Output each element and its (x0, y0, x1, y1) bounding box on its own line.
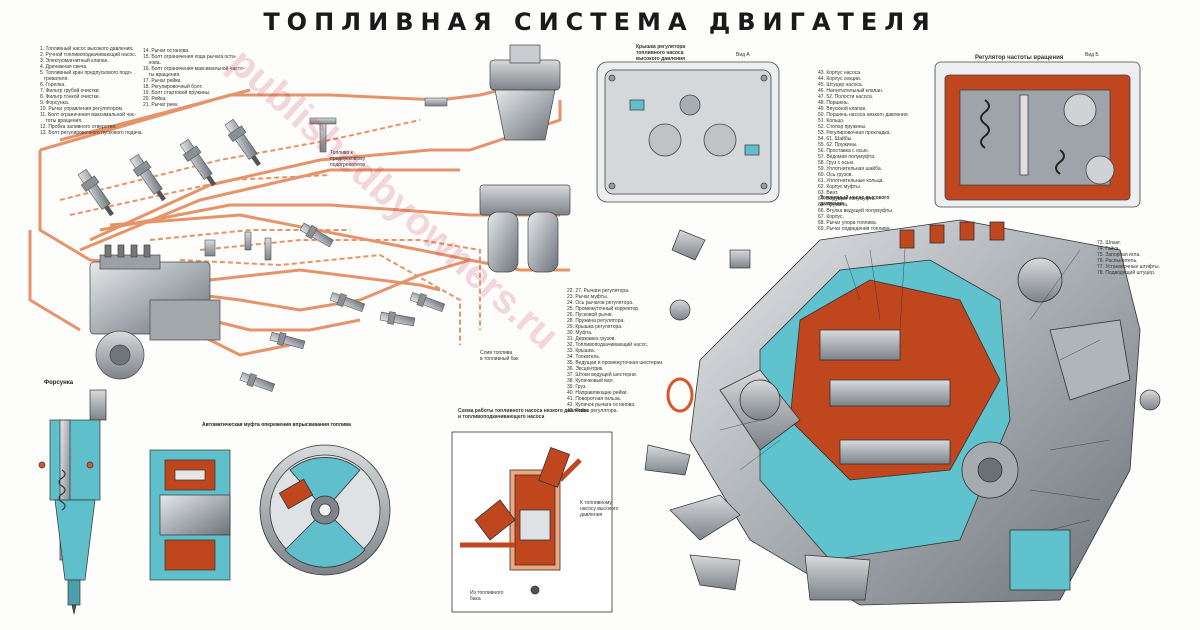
injector-group (77, 118, 446, 393)
injector-section (38, 389, 107, 615)
hp-pump-cutaway (689, 219, 1141, 606)
drain-label: Слив топлива в топливный бак (480, 350, 519, 362)
fine-filter (479, 184, 571, 273)
loose-parts (644, 229, 1161, 601)
legend-right: 43. Корпус насоса. 44. Корпус секции. 45… (818, 70, 909, 232)
coarse-filter (489, 44, 561, 141)
view-a-label: Вид А (736, 52, 750, 58)
from-tank-label: Из топливного бака (470, 590, 504, 602)
auto-coupling-section (149, 449, 231, 581)
regulator-cover-label: Крышка регулятора топливного насоса высо… (636, 44, 686, 62)
to-heater-label: Топливо к предпусковому подогревателю (330, 150, 366, 168)
legend-far-right: 73. Шланг. 74. Гайка. 75. Запорная игла.… (1097, 240, 1161, 276)
return-lines (59, 119, 481, 345)
hp-pump-label: Топливный насос высокого давления (820, 195, 890, 207)
left-hp-pump (89, 244, 221, 380)
fittings (204, 97, 448, 261)
auto-coupling-front (259, 444, 391, 576)
regulator-cover (596, 61, 780, 203)
speed-regulator (934, 61, 1141, 208)
legend-middle: 22. 27. Рычаги регулятора. 23. Рычаг муф… (567, 288, 664, 414)
legend-main-2: 14. Рычаг останова. 15. Болт ограничения… (143, 48, 245, 108)
pump-scheme (451, 431, 613, 613)
view-b-label: Вид Б (1085, 52, 1099, 58)
legend-main: 1. Топливный насос высокого давления. 2.… (40, 46, 143, 136)
to-hp-label: К топливному насосу высокого давления (580, 500, 619, 518)
callout-lines (719, 247, 1111, 531)
speed-regulator-label: Регулятор частоты вращения (975, 55, 1064, 61)
pump-scheme-label: Схема работы топливного насоса низкого д… (458, 408, 589, 420)
poster-title: ТОПЛИВНАЯ СИСТЕМА ДВИГАТЕЛЯ (263, 8, 937, 36)
injector-label: Форсунка (44, 380, 74, 386)
auto-coupling-label: Автоматическая муфта опережения впрыскив… (202, 422, 351, 428)
